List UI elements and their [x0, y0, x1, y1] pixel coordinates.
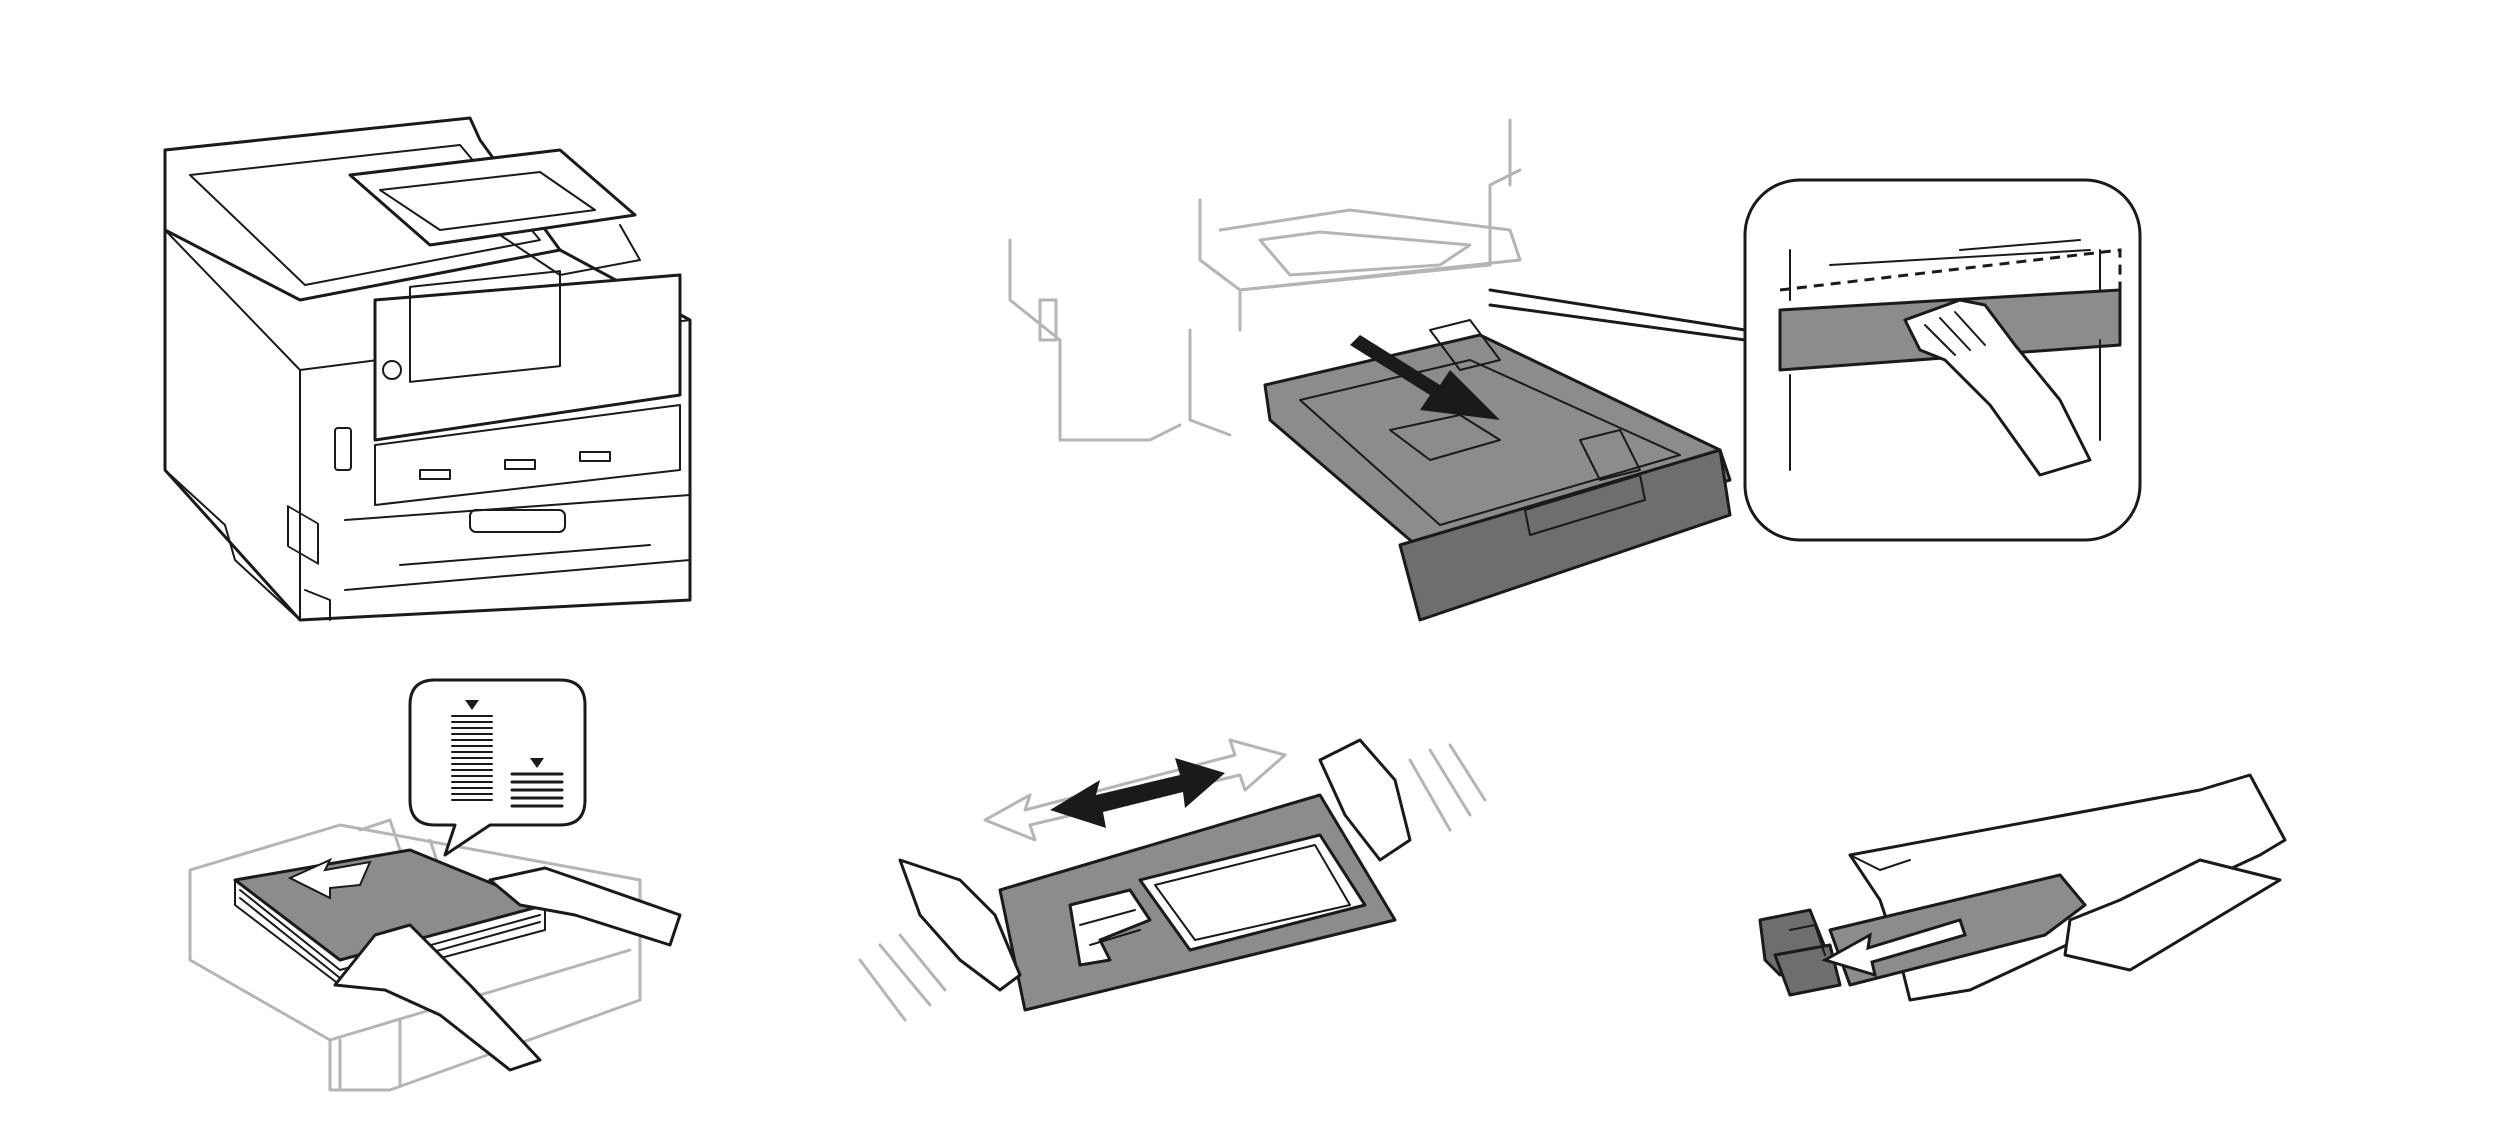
load-paper-illustration [188, 678, 682, 1092]
printer-illustration [163, 116, 692, 622]
shake-cartridge-illustration [858, 738, 1487, 1022]
remove-tray-illustration [1008, 118, 2142, 622]
unpack-cartridge-illustration [1758, 773, 2287, 1002]
